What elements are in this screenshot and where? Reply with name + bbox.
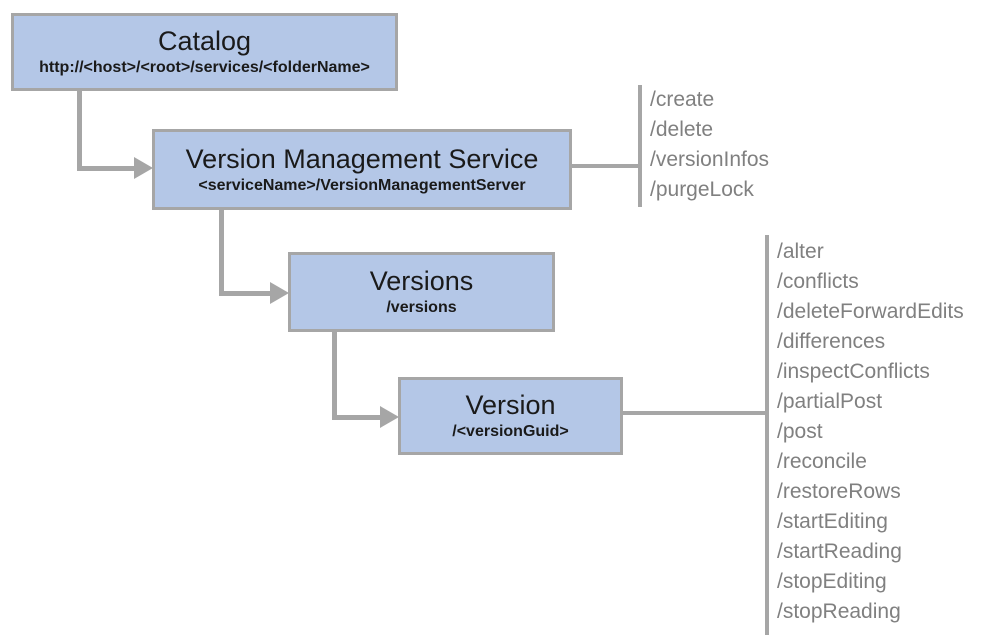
- arrowhead-right-icon: [270, 282, 289, 304]
- arrowhead-right-icon: [134, 157, 153, 179]
- endpoint-item: /purgeLock: [650, 178, 754, 201]
- endpoint-item: /differences: [777, 330, 886, 353]
- node-catalog: Catalog http://<host>/<root>/services/<f…: [11, 13, 398, 91]
- endpoint-list-version: /alter /conflicts /deleteForwardEdits /d…: [777, 237, 964, 627]
- endpoint-bracket-version-horizontal-line: [623, 411, 765, 415]
- endpoint-bracket-vms-horizontal-line: [572, 164, 638, 168]
- endpoint-item: /partialPost: [777, 390, 883, 413]
- endpoint-item: /inspectConflicts: [777, 360, 930, 383]
- endpoint-item: /versionInfos: [650, 148, 770, 171]
- node-title: Version Management Service: [185, 143, 539, 174]
- endpoint-bracket-version-vertical-line: [765, 235, 769, 635]
- endpoint-item: /conflicts: [777, 270, 859, 293]
- endpoint-item: /startEditing: [777, 510, 888, 533]
- endpoint-item: /post: [777, 420, 823, 443]
- arrowhead-right-icon: [380, 406, 399, 428]
- endpoint-item: /stopReading: [777, 600, 901, 623]
- node-subtitle: /<versionGuid>: [452, 423, 569, 440]
- node-title: Version: [465, 390, 556, 420]
- endpoint-item: /startReading: [777, 540, 902, 563]
- node-version-management-service: Version Management Service <serviceName>…: [152, 129, 572, 210]
- node-title: Versions: [369, 266, 474, 296]
- node-versions: Versions /versions: [288, 252, 555, 332]
- connector-vms-versions-vertical-line: [219, 210, 224, 296]
- endpoint-item: /alter: [777, 240, 824, 263]
- connector-catalog-vms-horizontal-line: [77, 166, 134, 171]
- node-subtitle: http://<host>/<root>/services/<folderNam…: [39, 59, 370, 76]
- connector-versions-version-vertical-line: [332, 332, 337, 420]
- endpoint-item: /deleteForwardEdits: [777, 300, 964, 323]
- endpoint-item: /create: [650, 88, 715, 111]
- connector-vms-versions-horizontal-line: [219, 291, 270, 296]
- endpoint-item: /reconcile: [777, 450, 867, 473]
- node-title: Catalog: [157, 26, 252, 56]
- endpoint-item: /restoreRows: [777, 480, 901, 503]
- connector-versions-version-horizontal-line: [332, 415, 380, 420]
- endpoint-item: /stopEditing: [777, 570, 887, 593]
- endpoint-item: /delete: [650, 118, 714, 141]
- connector-catalog-vms-vertical-line: [77, 91, 82, 171]
- node-version: Version /<versionGuid>: [398, 377, 623, 455]
- node-subtitle: /versions: [386, 299, 457, 316]
- endpoint-list-version-management-service: /create /delete /versionInfos /purgeLock: [650, 85, 769, 205]
- node-subtitle: <serviceName>/VersionManagementServer: [198, 176, 526, 194]
- endpoint-bracket-vms-vertical-line: [638, 85, 642, 207]
